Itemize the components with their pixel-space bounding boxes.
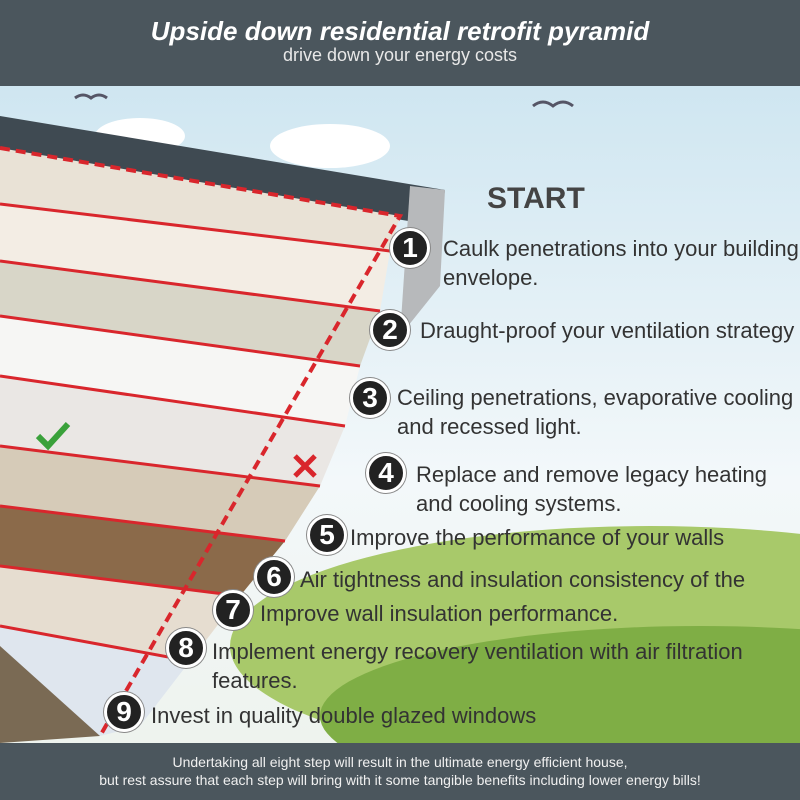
house-roof xyxy=(0,116,445,226)
footer-line: but rest assure that each step will brin… xyxy=(99,772,701,788)
step-5: Improve the performance of your walls xyxy=(350,523,724,552)
pyramid-illustration xyxy=(0,93,800,743)
step-number-badge: 7 xyxy=(213,590,253,630)
step-text: Air tightness and insulation consistency… xyxy=(300,567,746,592)
cloud xyxy=(270,124,390,168)
step-number-badge: 9 xyxy=(104,692,144,732)
start-label: START xyxy=(487,182,585,215)
check-icon xyxy=(35,421,71,451)
step-number-badge: 3 xyxy=(350,378,390,418)
step-1: Caulk penetrations into your building env… xyxy=(443,234,799,292)
step-text: Ceiling penetrations, evaporative coolin… xyxy=(397,385,794,410)
footer: Undertaking all eight step will result i… xyxy=(0,743,800,800)
bird-icon xyxy=(532,100,574,108)
step-number-badge: 2 xyxy=(370,310,410,350)
step-number-badge: 5 xyxy=(307,515,347,555)
step-4: Replace and remove legacy heating and coo… xyxy=(416,460,767,518)
page-title: Upside down residential retrofit pyramid xyxy=(150,16,650,46)
step-number-badge: 6 xyxy=(254,557,294,597)
step-7: Improve wall insulation performance. xyxy=(260,599,618,628)
step-text: Caulk penetrations into your building xyxy=(443,236,799,261)
step-text: features. xyxy=(212,668,298,693)
step-text: and cooling systems. xyxy=(416,491,622,516)
step-text: Improve the performance of your walls xyxy=(350,525,725,550)
step-9: Invest in quality double glazed windows xyxy=(151,701,536,730)
step-number-badge: 4 xyxy=(366,453,406,493)
house-bands xyxy=(0,146,404,743)
step-number-badge: 1 xyxy=(390,228,430,268)
infographic-scene: START 1 Caulk penetrations into your bui… xyxy=(0,86,800,743)
page-subtitle: drive down your energy costs xyxy=(282,45,518,65)
step-number-badge: 8 xyxy=(166,628,206,668)
bird-icon xyxy=(74,93,108,100)
header: Upside down residential retrofit pyramid… xyxy=(0,0,800,86)
step-6: Air tightness and insulation consistency… xyxy=(300,565,745,594)
step-text: Draught-proof your ventilation strategy xyxy=(420,318,795,343)
step-text: Implement energy recovery ventilation wi… xyxy=(212,639,743,664)
footer-line: Undertaking all eight step will result i… xyxy=(172,754,628,770)
step-8: Implement energy recovery ventilation wi… xyxy=(212,637,743,695)
step-3: Ceiling penetrations, evaporative coolin… xyxy=(397,383,793,441)
step-text: Improve wall insulation performance. xyxy=(260,601,619,626)
step-text: Replace and remove legacy heating xyxy=(416,462,768,487)
cross-icon xyxy=(293,454,317,478)
step-text: envelope. xyxy=(443,265,539,290)
step-text: and recessed light. xyxy=(397,414,582,439)
step-text: Invest in quality double glazed windows xyxy=(151,703,537,728)
hill xyxy=(320,626,800,743)
step-2: Draught-proof your ventilation strategy xyxy=(420,316,794,345)
